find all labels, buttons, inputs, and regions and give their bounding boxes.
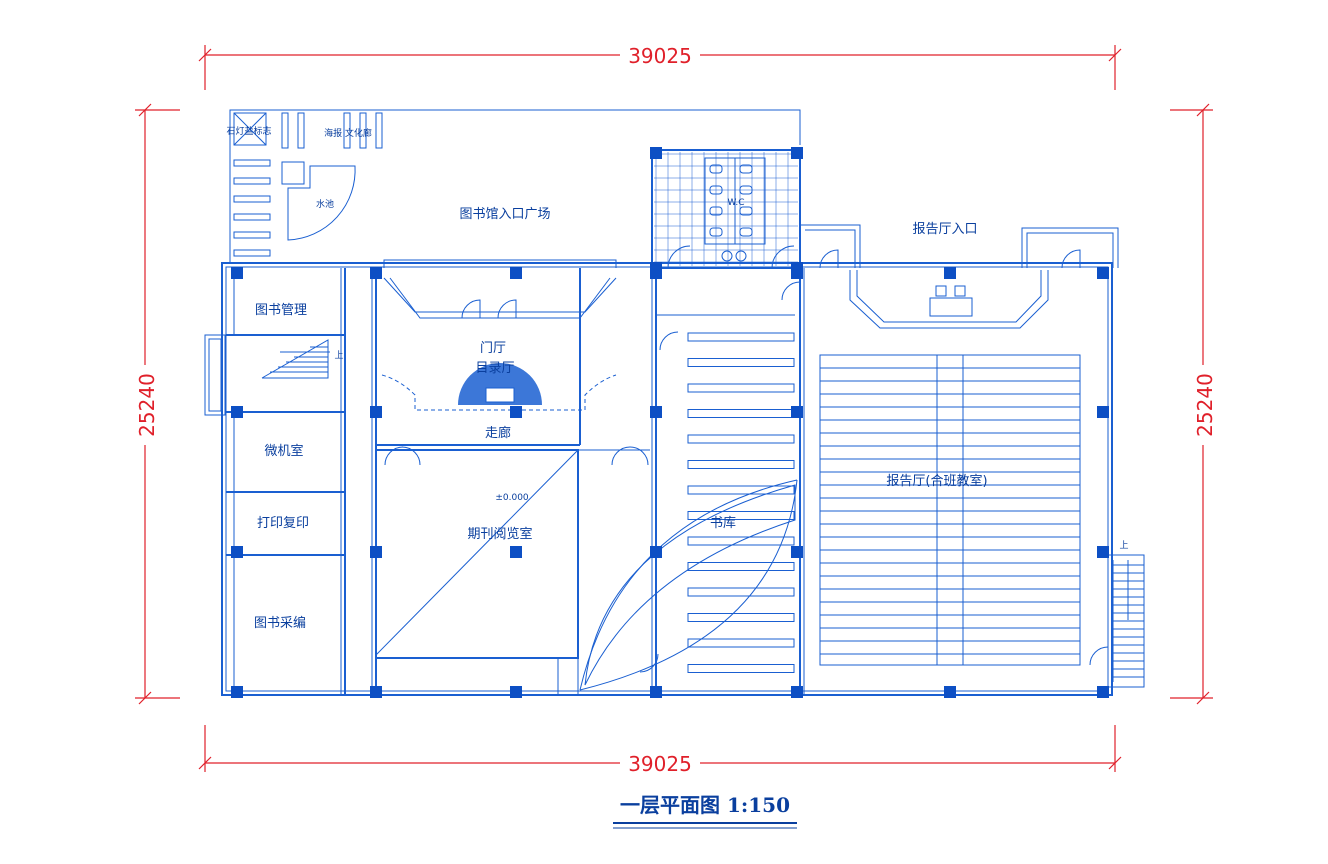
column-1	[370, 267, 382, 279]
label-computer-room: 微机室	[264, 443, 303, 459]
label-pool: 水池	[316, 198, 334, 210]
label-lobby: 门厅	[480, 341, 506, 356]
column-9	[510, 406, 522, 418]
book-stacks	[579, 281, 801, 691]
label-catalog: 目录厅	[475, 361, 514, 376]
column-24	[944, 686, 956, 698]
column-11	[791, 406, 803, 418]
dimension-right-label: 25240	[1193, 373, 1217, 437]
lobby-detail	[381, 259, 617, 411]
column-21	[510, 686, 522, 698]
column-15	[510, 546, 522, 558]
label-kiosk: 海报 文化廊	[324, 127, 372, 139]
structural-columns	[231, 147, 1109, 698]
column-29	[791, 262, 803, 274]
column-13	[231, 546, 243, 558]
column-28	[650, 262, 662, 274]
column-12	[1097, 406, 1109, 418]
label-acquisition: 图书采编	[254, 616, 306, 631]
label-stair-up-left: 上	[334, 350, 343, 361]
auditorium	[819, 270, 1145, 688]
label-wc: W.C	[727, 198, 744, 208]
main-walls	[204, 262, 1113, 696]
column-25	[1097, 686, 1109, 698]
dimension-top: 39025	[198, 42, 1122, 90]
column-23	[791, 686, 803, 698]
column-7	[231, 406, 243, 418]
column-14	[370, 546, 382, 558]
dimension-top-label: 39025	[628, 44, 692, 68]
label-stair-up-right: 上	[1119, 540, 1128, 551]
column-19	[231, 686, 243, 698]
dimension-left-label: 25240	[135, 373, 159, 437]
column-20	[370, 686, 382, 698]
column-18	[1097, 546, 1109, 558]
dimension-left: 25240	[132, 103, 180, 705]
label-periodical-room: 期刊阅览室	[467, 526, 532, 542]
label-shop: 石灯盐标志	[226, 125, 271, 137]
left-stair	[261, 339, 330, 379]
auditorium-entrance	[800, 224, 1119, 269]
wc-block	[651, 149, 801, 269]
label-print-copy: 打印复印	[257, 516, 309, 531]
column-26	[650, 147, 662, 159]
column-22	[650, 686, 662, 698]
dimension-right: 25240	[1170, 103, 1217, 705]
label-stacks: 书库	[710, 515, 736, 531]
drawing-title: 一层平面图 1:150	[620, 793, 790, 817]
column-5	[944, 267, 956, 279]
column-6	[1097, 267, 1109, 279]
column-16	[650, 546, 662, 558]
label-auditorium: 报告厅(合班教室)	[886, 473, 987, 489]
column-0	[231, 267, 243, 279]
column-2	[510, 267, 522, 279]
dimension-bottom-label: 39025	[628, 752, 692, 776]
label-plaza: 图书馆入口广场	[459, 207, 550, 222]
column-8	[370, 406, 382, 418]
label-corridor: 走廊	[485, 425, 511, 441]
label-hall-entrance: 报告厅入口	[912, 222, 977, 237]
dimension-bottom: 39025	[198, 725, 1122, 776]
label-elevation: ±0.000	[495, 493, 529, 503]
column-10	[650, 406, 662, 418]
column-17	[791, 546, 803, 558]
label-book-management: 图书管理	[255, 303, 307, 318]
column-27	[791, 147, 803, 159]
